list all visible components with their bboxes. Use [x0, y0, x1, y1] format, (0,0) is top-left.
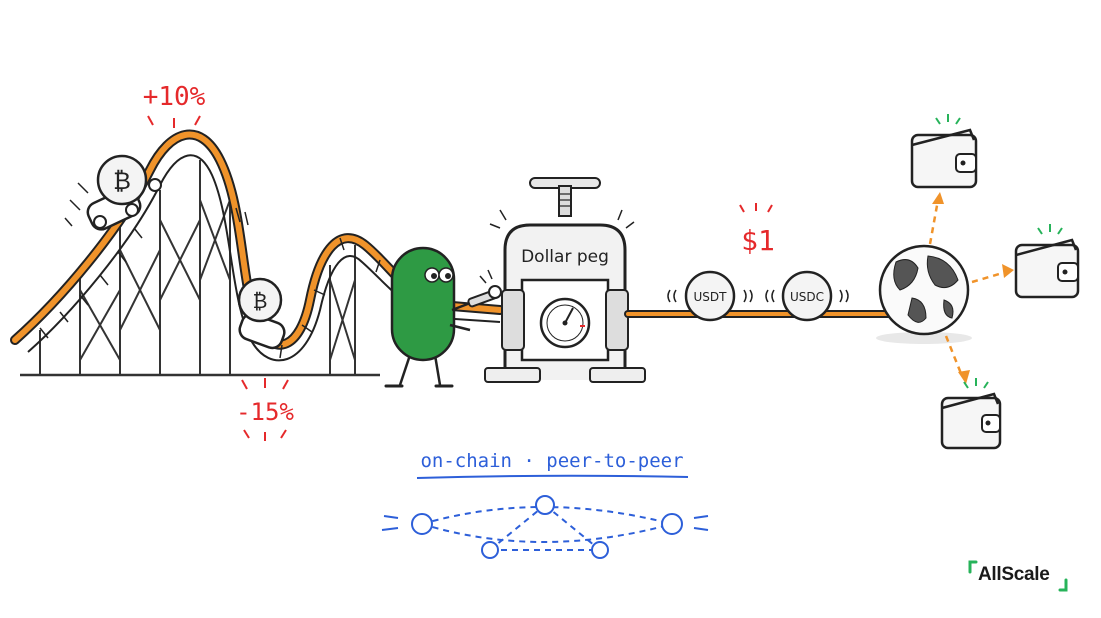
network-label: on-chain · peer-to-peer	[420, 450, 683, 472]
green-character	[384, 246, 502, 388]
loss-label: -15%	[236, 398, 294, 426]
usdc-coin: USDC	[765, 270, 849, 322]
bitcoin-coin-icon: ₿	[237, 277, 283, 323]
gain-label: +10%	[143, 82, 206, 112]
logo-brackets	[968, 560, 1068, 592]
wallet-icon	[940, 378, 1002, 450]
usdt-label: USDT	[694, 290, 728, 304]
motion-marks	[64, 182, 249, 227]
price-label: $1	[741, 224, 775, 257]
gain-label-group: +10%	[143, 82, 206, 128]
arrow-heads	[932, 192, 1014, 384]
price-label-group: $1	[739, 203, 775, 257]
press-label: Dollar peg	[521, 247, 609, 267]
wallet-icon	[1014, 224, 1080, 299]
allscale-logo: AllScale	[968, 558, 1068, 594]
wrench-icon	[467, 285, 502, 308]
bitcoin-coin-icon: ₿	[96, 154, 148, 206]
logo-text: AllScale	[978, 564, 1050, 585]
globe-icon	[876, 244, 972, 344]
gauge-icon	[539, 297, 591, 349]
usdt-coin: USDT	[667, 270, 753, 322]
wallet-icon	[910, 114, 978, 189]
loss-label-group: -15%	[236, 378, 294, 441]
distribution-arrows	[928, 199, 1007, 377]
coaster-supports	[20, 160, 380, 377]
usdc-label: USDC	[790, 290, 824, 304]
dollar-peg-press: Dollar peg	[484, 177, 646, 383]
svg-text:₿: ₿	[113, 167, 131, 195]
network-label-group: on-chain · peer-to-peer	[416, 450, 689, 479]
svg-text:₿: ₿	[253, 289, 268, 313]
coaster-car-top: ₿	[86, 154, 162, 231]
coaster-car-bottom: ₿	[237, 277, 286, 350]
p2p-network	[381, 495, 709, 559]
